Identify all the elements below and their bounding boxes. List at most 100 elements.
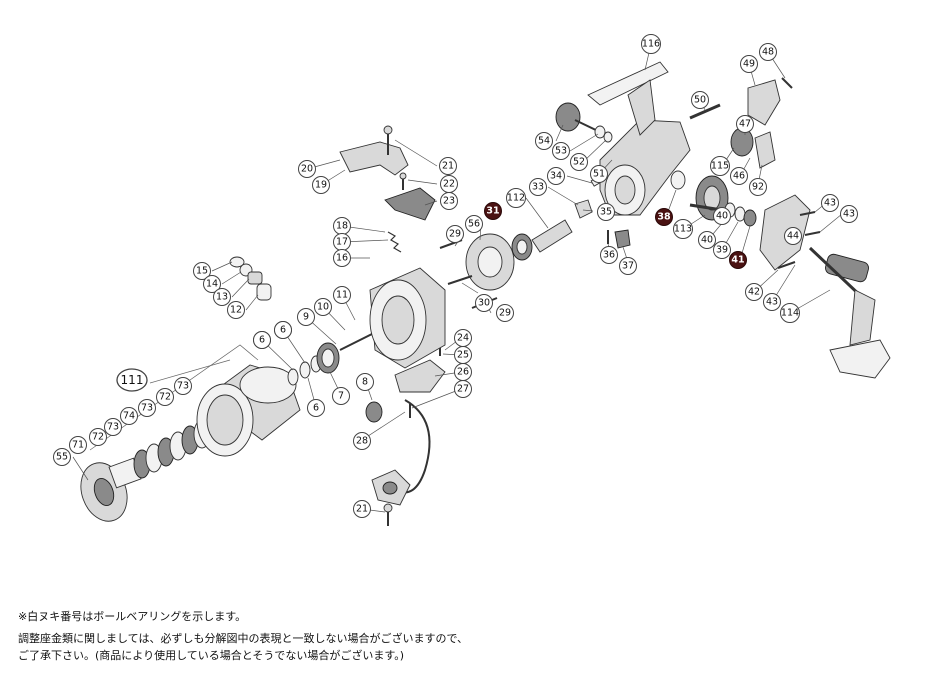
- washer-6b: [299, 361, 311, 379]
- svg-text:44: 44: [787, 231, 799, 242]
- spool: [196, 364, 301, 457]
- part-label-21-1: 21: [353, 500, 371, 518]
- svg-text:6: 6: [313, 403, 319, 414]
- reel-foot: [587, 61, 669, 136]
- drag-washers: [108, 419, 211, 489]
- svg-text:6: 6: [259, 335, 265, 346]
- line-roller: [371, 469, 411, 506]
- part-label-12: 12: [227, 301, 245, 319]
- svg-text:39: 39: [716, 245, 728, 256]
- part-label-55: 55: [53, 448, 71, 466]
- screw-43b: [804, 231, 821, 236]
- part-label-50: 50: [691, 91, 709, 109]
- part-35: [574, 199, 593, 219]
- svg-text:49: 49: [743, 59, 755, 70]
- handle: [808, 246, 891, 379]
- part-label-29-4: 29: [496, 304, 514, 322]
- washer-6a: [287, 368, 299, 386]
- part-label-54: 54: [535, 132, 553, 150]
- part-label-31: 31: [484, 202, 502, 220]
- svg-text:115: 115: [711, 161, 729, 172]
- part-label-52: 52: [570, 153, 588, 171]
- svg-text:41: 41: [731, 255, 744, 266]
- washer-40: [734, 206, 746, 222]
- shim-note-line2: ご了承下さい。(商品により使用している場合とそうでない場合がございます。): [18, 649, 405, 662]
- svg-text:73: 73: [177, 381, 189, 392]
- part-label-43-3: 43: [763, 293, 781, 311]
- svg-text:73: 73: [107, 422, 119, 433]
- part-label-34: 34: [547, 167, 565, 185]
- svg-text:18: 18: [336, 221, 348, 232]
- part-label-115: 115: [710, 156, 730, 176]
- part-label-17: 17: [333, 233, 351, 251]
- part-label-116: 116: [641, 34, 661, 54]
- part-37: [614, 229, 631, 249]
- svg-text:29: 29: [449, 229, 461, 240]
- part-label-8: 8: [356, 373, 374, 391]
- part-label-26: 26: [454, 363, 472, 381]
- part-label-71: 71: [69, 436, 87, 454]
- screw-22: [399, 172, 407, 190]
- group-111-bracket: [89, 344, 259, 451]
- svg-text:10: 10: [317, 302, 329, 313]
- part-label-21: 21: [439, 157, 457, 175]
- pinion-gear: [316, 342, 340, 374]
- part-label-6-7: 6: [274, 321, 292, 339]
- svg-text:54: 54: [538, 136, 550, 147]
- svg-text:114: 114: [781, 308, 799, 319]
- part-label-37: 37: [619, 257, 637, 275]
- part-label-15: 15: [193, 262, 211, 280]
- svg-text:112: 112: [507, 193, 525, 204]
- part-label-27: 27: [454, 380, 472, 398]
- svg-text:30: 30: [478, 298, 490, 309]
- part-label-24: 24: [454, 329, 472, 347]
- rotor-nut: [465, 233, 515, 291]
- svg-text:56: 56: [468, 219, 480, 230]
- svg-text:53: 53: [555, 146, 567, 157]
- part-label-36: 36: [600, 246, 618, 264]
- svg-text:25: 25: [457, 350, 469, 361]
- part-label-29: 29: [446, 225, 464, 243]
- part-label-112: 112: [506, 188, 526, 208]
- screw-48: [781, 77, 793, 89]
- part-label-25: 25: [454, 346, 472, 364]
- svg-text:40: 40: [716, 211, 728, 222]
- svg-text:43: 43: [766, 297, 778, 308]
- part-label-73-9: 73: [104, 418, 122, 436]
- svg-text:43: 43: [843, 209, 855, 220]
- part-label-40: 40: [698, 231, 716, 249]
- pin-50: [689, 103, 721, 120]
- part-label-73: 73: [174, 377, 192, 395]
- part-label-13: 13: [213, 288, 231, 306]
- bearing-31: [511, 233, 533, 261]
- svg-text:24: 24: [457, 333, 469, 344]
- part-labels: 1164849505453525155343533112315629303637…: [53, 34, 858, 518]
- part-label-18: 18: [333, 217, 351, 235]
- rotor: [369, 267, 446, 369]
- svg-text:27: 27: [457, 384, 469, 395]
- part-label-10: 10: [314, 298, 332, 316]
- part-label-14: 14: [203, 275, 221, 293]
- screw-21-top: [383, 125, 393, 155]
- bracket-46: [754, 131, 776, 169]
- shim-note-line1: 調整座金類に関しましては、必ずしも分解図中の表現と一致しない場合がございますので…: [18, 632, 469, 645]
- part-label-51: 51: [590, 165, 608, 183]
- svg-text:74: 74: [123, 411, 135, 422]
- svg-text:7: 7: [338, 391, 344, 402]
- screw-43a: [799, 211, 816, 216]
- part-label-23: 23: [440, 192, 458, 210]
- svg-text:21: 21: [356, 504, 368, 515]
- part-label-113: 113: [673, 219, 693, 239]
- part-label-6-6: 6: [253, 331, 271, 349]
- svg-text:71: 71: [72, 440, 84, 451]
- part-label-7: 7: [332, 387, 350, 405]
- part-label-9: 9: [297, 308, 315, 326]
- svg-text:42: 42: [748, 287, 760, 298]
- part-label-22: 22: [440, 175, 458, 193]
- svg-text:12: 12: [230, 305, 242, 316]
- side-knob: [555, 102, 613, 143]
- part-label-43-2: 43: [840, 205, 858, 223]
- svg-text:17: 17: [336, 237, 348, 248]
- svg-text:6: 6: [280, 325, 286, 336]
- part-label-73-8: 73: [138, 399, 156, 417]
